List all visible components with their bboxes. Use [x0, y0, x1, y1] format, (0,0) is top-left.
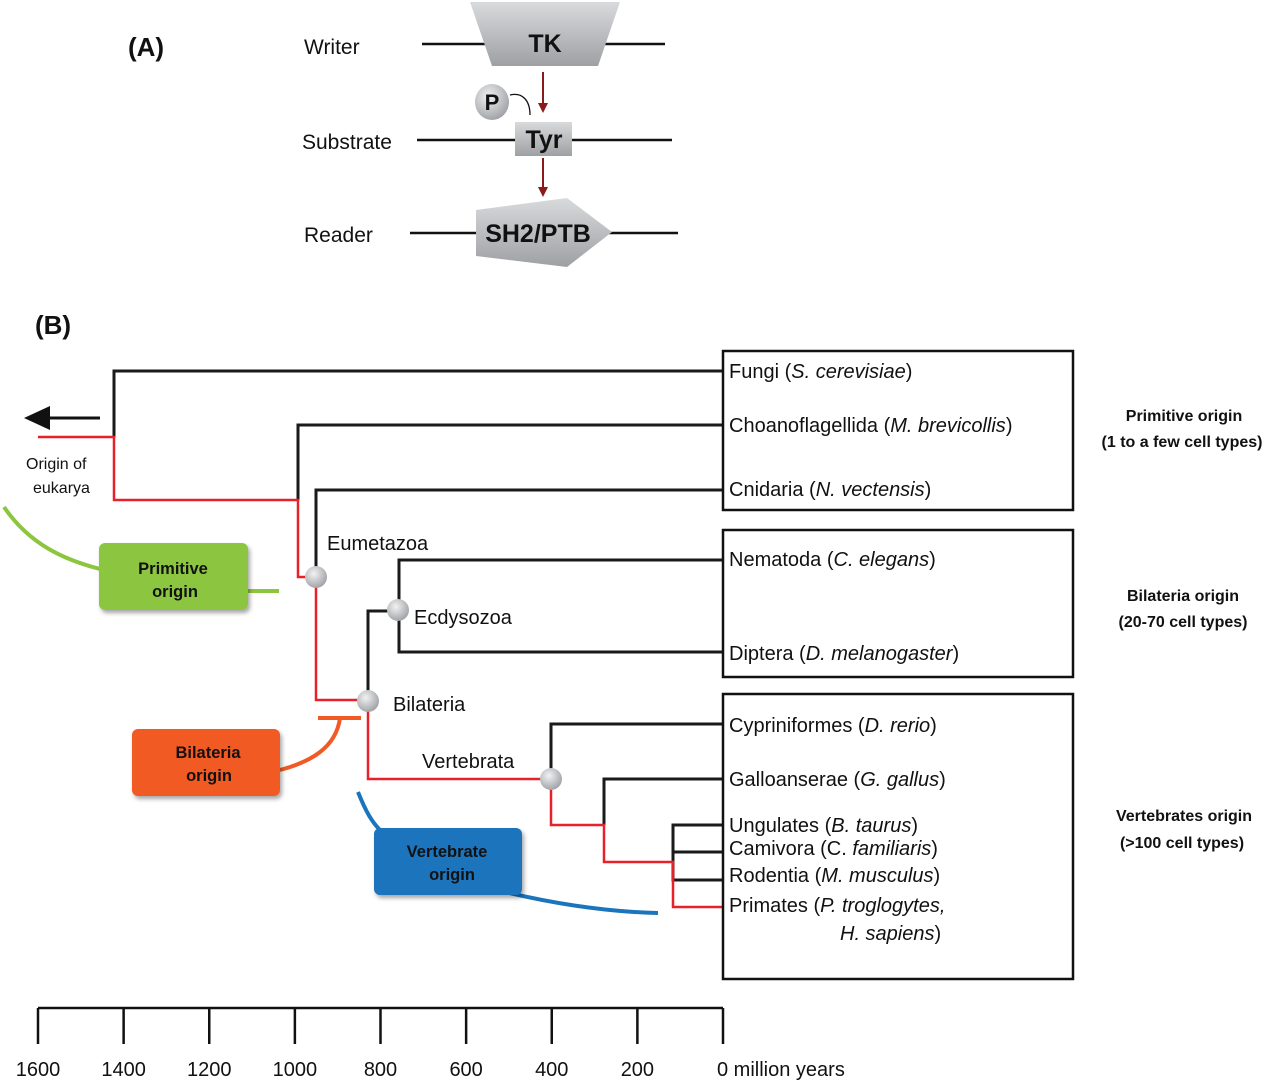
node-vertebrata	[540, 768, 562, 790]
timescale-tick-label: 1400	[101, 1059, 146, 1081]
primitive-tag-line2: origin	[152, 583, 198, 601]
lineage-red-lower	[366, 700, 722, 909]
timescale: 1600 1400 1200 1000 800 600 400 200 0 million ye…	[16, 1006, 845, 1081]
taxon-cnidaria: Cnidaria (N. vectensis)	[729, 479, 931, 501]
taxon-cypriniformes: Cypriniformes (D. rerio)	[729, 715, 937, 737]
clade-label-vertebrata: Vertebrata	[422, 751, 515, 773]
sh2-ptb-pentagon-shape	[476, 198, 612, 267]
primitive-tag-curve	[2, 505, 101, 571]
taxon-primates-line2: H. sapiens)	[840, 923, 941, 945]
vertebrate-tag-box	[374, 828, 522, 895]
timescale-tick-label: 600	[449, 1059, 482, 1081]
timescale-tick-label: 1200	[187, 1059, 232, 1081]
bilateria-tag-curve	[279, 717, 342, 772]
taxon-diptera: Diptera (D. melanogaster)	[729, 643, 959, 665]
bilateria-origin-tag: Bilateria origin	[132, 729, 280, 796]
reader-label: Reader	[304, 224, 373, 247]
clade-label-eumetazoa: Eumetazoa	[327, 533, 429, 555]
node-ecdysozoa	[387, 599, 409, 621]
tyr-label: Tyr	[525, 126, 562, 154]
timescale-ticks: 1600 1400 1200 1000 800 600 400 200 0 million ye…	[16, 1008, 845, 1081]
substrate-label: Substrate	[302, 131, 392, 154]
phosphate-link	[509, 93, 531, 116]
node-bilateria	[357, 690, 379, 712]
clade-label-ecdysozoa: Ecdysozoa	[414, 607, 513, 629]
branch-cypriniformes	[549, 722, 722, 779]
branch-ecdysozoa-crown	[397, 558, 722, 654]
vertebrate-tag-line1: Vertebrate	[407, 843, 488, 861]
taxon-carnivora: Camivora (C. familiaris)	[729, 838, 938, 860]
taxon-fungi: Fungi (S. cerevisiae)	[729, 361, 912, 383]
root-arrow-head-icon	[24, 406, 50, 430]
panel-b-label: (B)	[35, 310, 71, 340]
timescale-tick-label: 800	[364, 1059, 397, 1081]
side-note-bilateria-detail: (20-70 cell types)	[1119, 614, 1248, 631]
root-label-line1: Origin of	[26, 456, 87, 473]
timescale-tick-label: 0 million years	[717, 1059, 845, 1081]
side-note-primitive-detail: (1 to a few cell types)	[1102, 434, 1263, 451]
branch-cnidaria	[314, 488, 722, 577]
root-label-line2: eukarya	[33, 480, 90, 497]
taxon-ungulates: Ungulates (B. taurus)	[729, 815, 918, 837]
side-note-primitive-title: Primitive origin	[1126, 408, 1242, 425]
writer-label: Writer	[304, 36, 360, 59]
vertebrate-origin-tag: Vertebrate origin	[374, 828, 522, 895]
bilateria-tag-line2: origin	[186, 767, 232, 785]
panel-b: (B) Origin of eukarya Eumetazoa Ecdysozo…	[2, 310, 1263, 1081]
side-note-vertebrates-title: Vertebrates origin	[1116, 808, 1252, 825]
group-box-bilateria	[721, 528, 1075, 679]
timescale-tick-label: 400	[535, 1059, 568, 1081]
primitive-origin-tag: Primitive origin	[99, 543, 248, 610]
branch-fungi	[112, 369, 722, 437]
lineage-red-upper	[38, 435, 368, 702]
side-note-vertebrates-detail: (>100 cell types)	[1120, 835, 1244, 852]
group-box-primitive	[721, 349, 1075, 512]
taxon-galloanserae: Galloanserae (G. gallus)	[729, 769, 946, 791]
bilateria-tag-line1: Bilateria	[175, 744, 241, 762]
clade-label-bilateria: Bilateria	[393, 694, 466, 716]
branch-ecdysozoa-stem	[366, 609, 397, 700]
phosphate-label: P	[485, 90, 500, 115]
taxon-choanoflagellida: Choanoflagellida (M. brevicollis)	[729, 415, 1012, 437]
vertebrate-tag-curve-top	[356, 791, 382, 832]
tk-label: TK	[528, 30, 561, 58]
tyr-box	[515, 122, 572, 156]
branch-galloanserae	[602, 777, 722, 825]
vertebrate-tag-line2: origin	[429, 866, 475, 884]
primitive-tag-box	[99, 543, 248, 610]
group-box-vertebrates	[721, 692, 1075, 981]
vertebrate-tag-curve-bottom	[504, 890, 659, 915]
taxon-nematoda: Nematoda (C. elegans)	[729, 549, 936, 571]
timescale-tick-label: 1000	[273, 1059, 318, 1081]
taxon-rodentia: Rodentia (M. musculus)	[729, 865, 940, 887]
timescale-tick-label: 200	[621, 1059, 654, 1081]
panel-a: (A) Writer TK P Substrate Tyr Reader SH2…	[128, 2, 678, 267]
sh2-ptb-label: SH2/PTB	[485, 220, 591, 248]
phosphate-circle	[475, 84, 509, 120]
node-eumetazoa	[305, 566, 327, 588]
branch-choanoflagellida	[296, 423, 722, 500]
taxon-primates: Primates (P. troglogytes,	[729, 895, 945, 917]
panel-a-label: (A)	[128, 32, 164, 62]
side-note-bilateria-title: Bilateria origin	[1127, 588, 1239, 605]
primitive-tag-line1: Primitive	[138, 560, 208, 578]
timescale-tick-label: 1600	[16, 1059, 61, 1081]
tk-pentagon-shape	[470, 2, 620, 66]
bilateria-tag-box	[132, 729, 280, 796]
